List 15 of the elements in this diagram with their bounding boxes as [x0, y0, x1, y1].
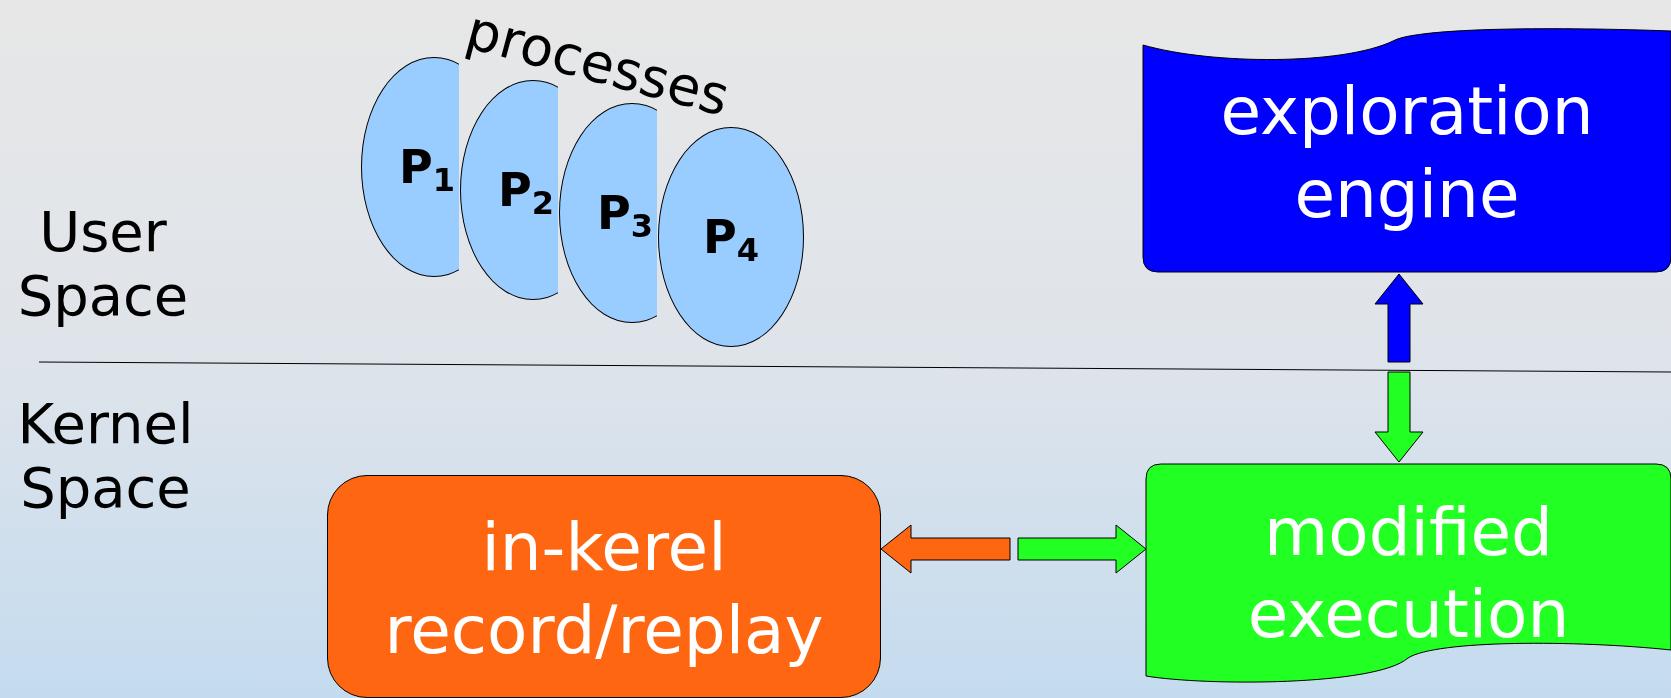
- process-label: P$_{1}$: [399, 144, 455, 190]
- block-arrow: [1374, 273, 1424, 363]
- process-label: P$_{4}$: [703, 214, 759, 260]
- document-shape: [1143, 27, 1671, 272]
- region-label: User Space: [16, 200, 190, 329]
- region-label: Kernel Space: [16, 392, 195, 521]
- process-label: P$_{2}$: [498, 167, 554, 213]
- process-box: [327, 475, 881, 698]
- block-arrow: [1374, 371, 1424, 463]
- node-label: modified execution: [1246, 492, 1571, 655]
- block-arrow: [1017, 524, 1147, 574]
- process-label: P$_{3}$: [597, 190, 653, 236]
- node-label: in-kerel record/replay: [383, 508, 825, 671]
- node-label: exploration engine: [1219, 72, 1595, 235]
- block-arrow: [880, 524, 1011, 574]
